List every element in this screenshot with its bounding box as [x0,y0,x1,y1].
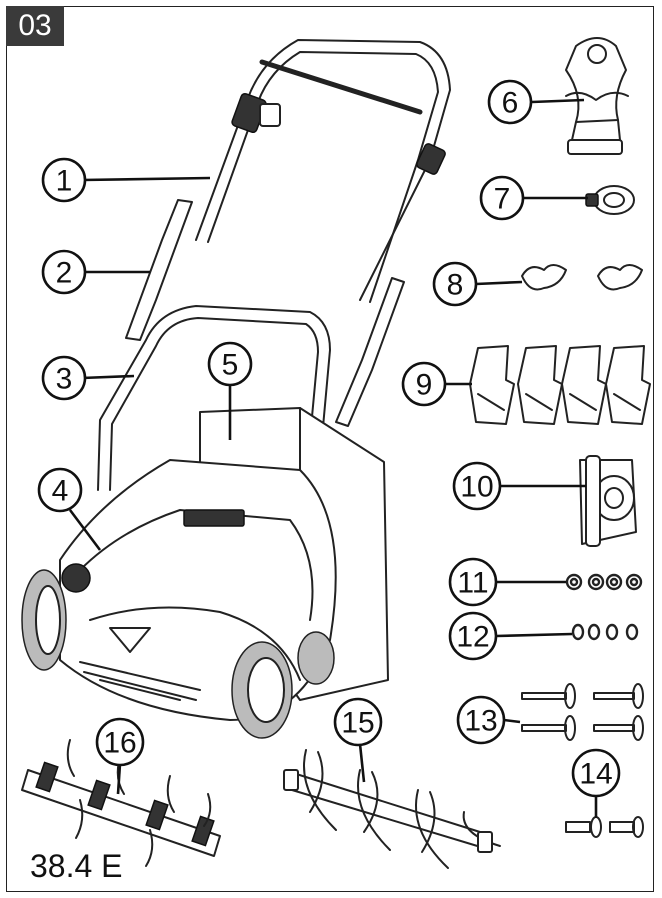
callout-8: 8 [432,261,478,307]
svg-text:6: 6 [502,87,519,120]
callout-12: 12 [448,611,498,661]
leader-lines [68,98,598,818]
svg-text:13: 13 [464,705,497,738]
svg-text:15: 15 [341,707,374,740]
part-13-bolts [521,683,644,741]
callout-13: 13 [456,695,506,745]
svg-text:2: 2 [56,257,73,290]
callout-7: 7 [479,175,525,221]
part-middle-tubes [125,199,405,427]
svg-text:9: 9 [416,369,433,402]
figure-number-badge: 03 [6,6,64,46]
part-9-levers [469,345,651,425]
part-upper-handle [195,39,451,303]
callout-5: 5 [207,341,253,387]
part-7-cable-holder [585,185,635,215]
callout-9: 9 [401,361,447,407]
part-11-nuts [565,573,643,591]
svg-text:1: 1 [56,165,73,198]
callout-2: 2 [41,249,87,295]
callout-4: 4 [37,467,83,513]
callout-1: 1 [41,157,87,203]
part-14-pins [565,816,644,838]
svg-text:7: 7 [494,183,511,216]
svg-text:3: 3 [56,363,73,396]
part-6-clip [565,37,629,155]
callout-11: 11 [448,557,498,607]
model-label: 38.4 E [30,848,123,884]
callout-10: 10 [452,461,502,511]
part-10-bracket [579,455,637,547]
part-16-scarifier-roller [21,739,221,867]
svg-text:8: 8 [447,269,464,302]
part-12-washers [571,623,639,641]
callout-6: 6 [487,79,533,125]
part-8-cable-clips [521,264,643,291]
callout-3: 3 [41,355,87,401]
callout-15: 15 [333,697,383,747]
svg-text:16: 16 [103,727,136,760]
svg-text:4: 4 [52,475,69,508]
svg-text:11: 11 [457,567,488,600]
part-main-body [21,459,337,739]
svg-text:5: 5 [222,349,239,382]
part-lower-handle [97,305,331,641]
svg-text:12: 12 [456,621,489,654]
callout-16: 16 [95,717,145,767]
svg-text:10: 10 [460,471,493,504]
callout-14: 14 [571,748,621,798]
svg-text:14: 14 [579,758,612,791]
part-15-aerator-roller [283,749,501,869]
